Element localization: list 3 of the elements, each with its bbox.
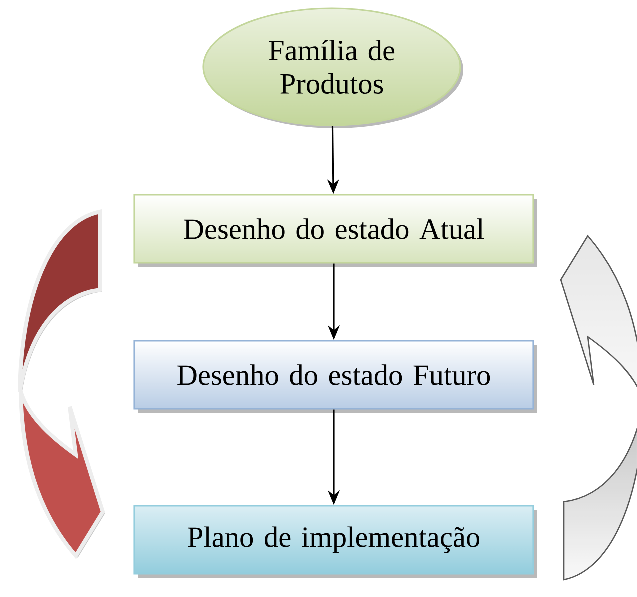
process-box: Desenho do estado Atual — [134, 194, 537, 267]
process-box: Plano de implementação — [134, 505, 537, 578]
process-box: Desenho do estado Futuro — [134, 340, 537, 413]
